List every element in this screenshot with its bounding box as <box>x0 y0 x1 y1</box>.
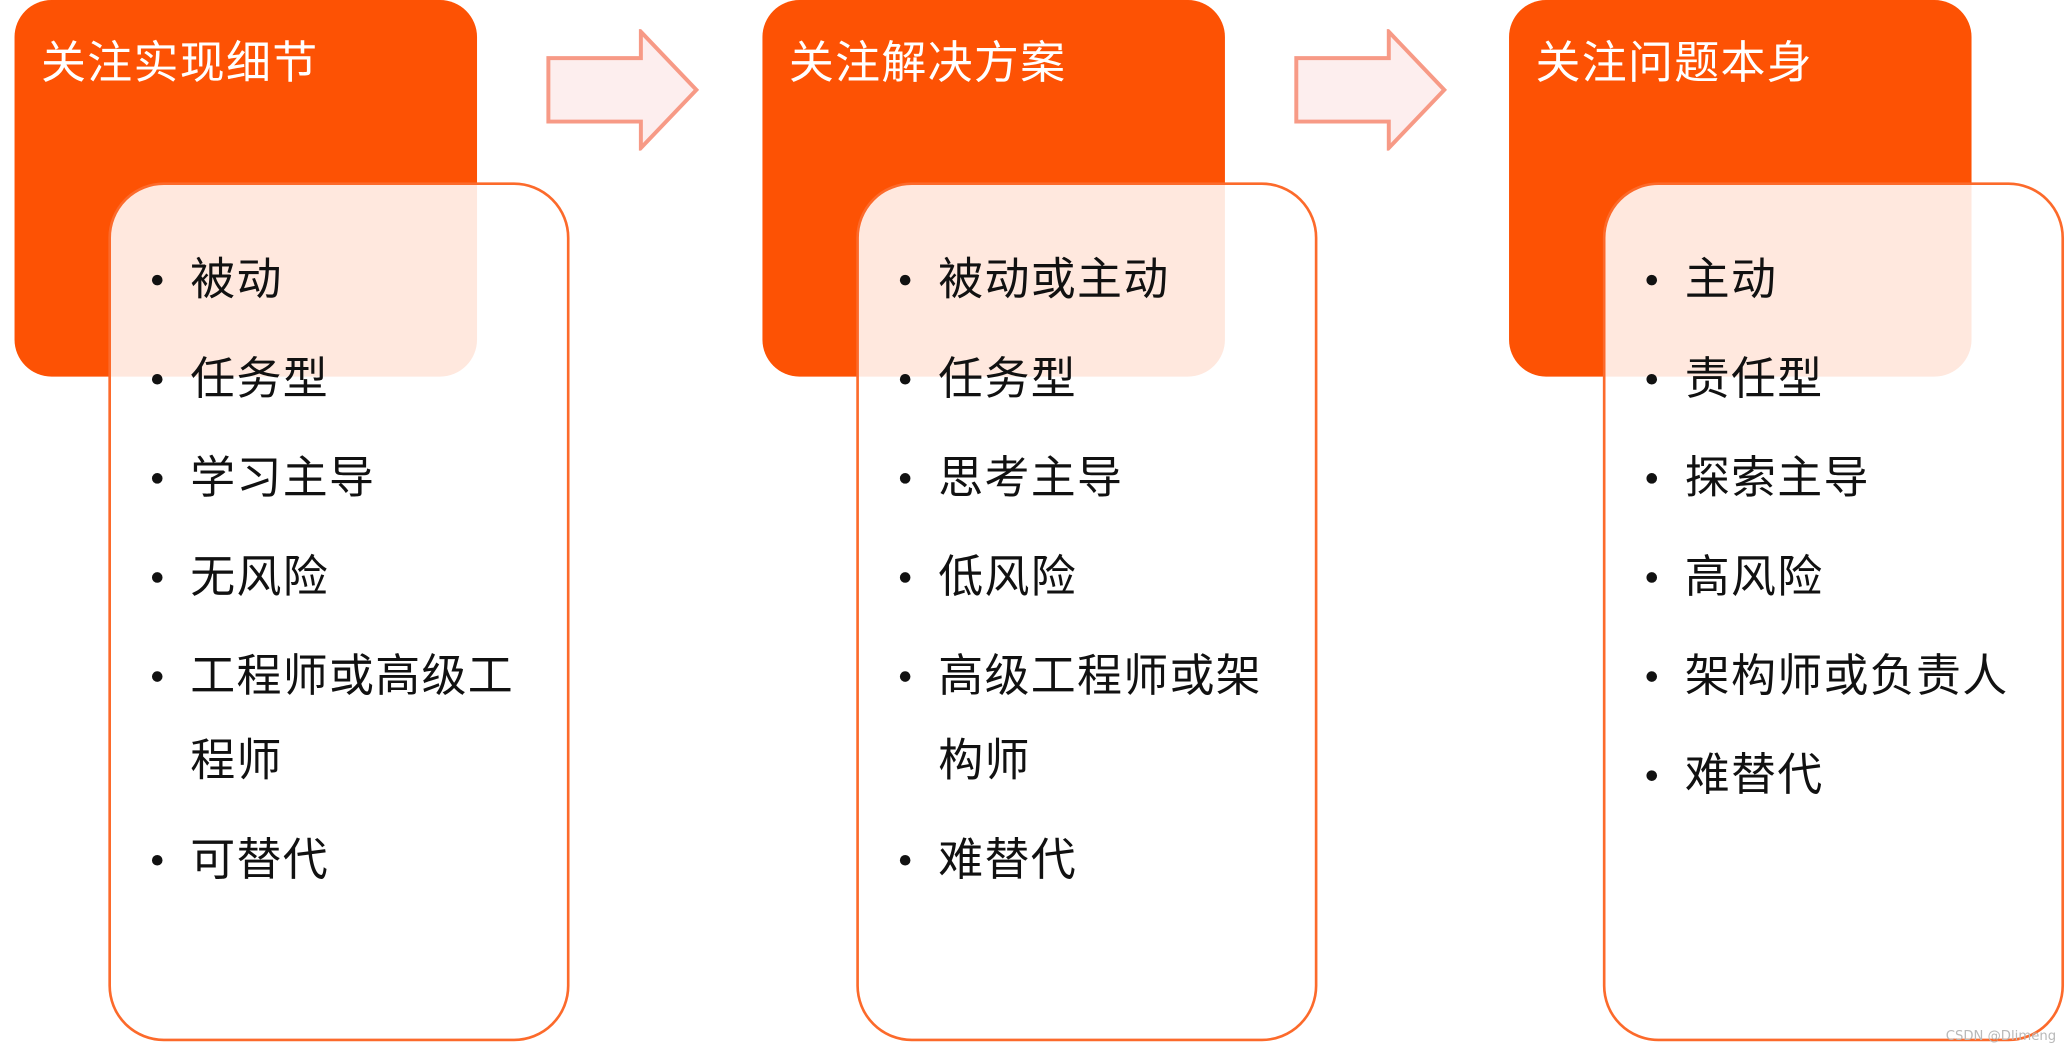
list-item: 无风险 <box>111 535 567 620</box>
arrow-shape <box>546 29 700 151</box>
bullet-dot-icon <box>151 473 163 484</box>
bullet-dot-icon <box>151 671 163 682</box>
list-item-label: 责任型 <box>1684 352 1824 406</box>
list-item-label: 学习主导 <box>190 451 376 505</box>
list-item: 高风险 <box>1606 535 2062 620</box>
list-item: 主动 <box>1606 238 2062 323</box>
list-item: 架构师或负责人 <box>1606 634 2062 719</box>
list-item: 高级工程师或架构师 <box>859 634 1315 803</box>
bullet-dot-icon <box>1646 473 1658 484</box>
bullet-dot-icon <box>899 854 911 866</box>
bullet-dot-icon <box>151 373 163 385</box>
list-item-label: 低风险 <box>938 551 1077 604</box>
list-item-label: 难替代 <box>938 833 1077 887</box>
list-item-label: 难替代 <box>1684 749 1824 803</box>
list-item: 工程师或高级工程师 <box>111 634 567 803</box>
list-item: 低风险 <box>859 535 1315 620</box>
bullet-dot-icon <box>899 274 911 286</box>
list-item-label: 架构师或负责人 <box>1684 650 2009 703</box>
trait-list: 被动或主动 任务型 思考主导 低风险 高级工程师或架构师 难替代 <box>859 238 1315 917</box>
bullet-dot-icon <box>1646 770 1658 781</box>
bullet-dot-icon <box>151 274 163 286</box>
list-item: 思考主导 <box>859 436 1315 521</box>
arrow-right-icon <box>546 29 700 151</box>
list-item-label: 任务型 <box>938 352 1077 406</box>
list-item-label: 工程师或高级工程师 <box>190 650 515 788</box>
stage-traits-card: 主动 责任型 探索主导 高风险 架构师或负责人 难替代 <box>1602 182 2065 1042</box>
list-item: 任务型 <box>111 337 567 422</box>
bullet-dot-icon <box>899 572 911 583</box>
bullet-dot-icon <box>1646 671 1658 682</box>
stage-traits-card: 被动 任务型 学习主导 无风险 工程师或高级工程师 可替代 <box>108 182 570 1042</box>
list-item: 被动 <box>111 238 567 323</box>
bullet-dot-icon <box>899 473 911 484</box>
bullet-dot-icon <box>151 854 163 866</box>
list-item-label: 探索主导 <box>1684 451 1870 505</box>
list-item-label: 主动 <box>1684 253 1778 307</box>
bullet-dot-icon <box>899 373 911 385</box>
list-item-label: 思考主导 <box>938 451 1124 505</box>
list-item-label: 高级工程师或架构师 <box>938 650 1262 788</box>
list-item: 责任型 <box>1606 337 2062 422</box>
list-item-label: 被动 <box>190 253 283 307</box>
list-item: 难替代 <box>859 818 1315 903</box>
trait-list: 被动 任务型 学习主导 无风险 工程师或高级工程师 可替代 <box>111 238 567 917</box>
stage-traits-card: 被动或主动 任务型 思考主导 低风险 高级工程师或架构师 难替代 <box>856 182 1318 1042</box>
bullet-dot-icon <box>1646 274 1658 286</box>
watermark: CSDN @Dlimeng <box>1945 1029 2057 1044</box>
list-item: 难替代 <box>1606 733 2062 818</box>
list-item: 可替代 <box>111 818 567 903</box>
list-item-label: 可替代 <box>190 833 330 887</box>
stage-title: 关注实现细节 <box>40 36 319 90</box>
list-item: 被动或主动 <box>859 238 1315 323</box>
arrow-shape <box>1294 29 1448 151</box>
bullet-dot-icon <box>1646 572 1658 583</box>
list-item: 探索主导 <box>1606 436 2062 521</box>
list-item-label: 任务型 <box>190 352 330 406</box>
bullet-dot-icon <box>899 671 911 682</box>
bullet-dot-icon <box>1646 373 1658 385</box>
list-item-label: 被动或主动 <box>938 253 1170 307</box>
list-item-label: 无风险 <box>190 551 330 604</box>
list-item: 任务型 <box>859 337 1315 422</box>
list-item: 学习主导 <box>111 436 567 521</box>
stage-title: 关注问题本身 <box>1535 36 1813 90</box>
bullet-dot-icon <box>151 572 163 583</box>
stage-title: 关注解决方案 <box>788 36 1067 90</box>
trait-list: 主动 责任型 探索主导 高风险 架构师或负责人 难替代 <box>1606 238 2062 833</box>
list-item-label: 高风险 <box>1684 551 1824 604</box>
arrow-right-icon <box>1294 29 1448 151</box>
